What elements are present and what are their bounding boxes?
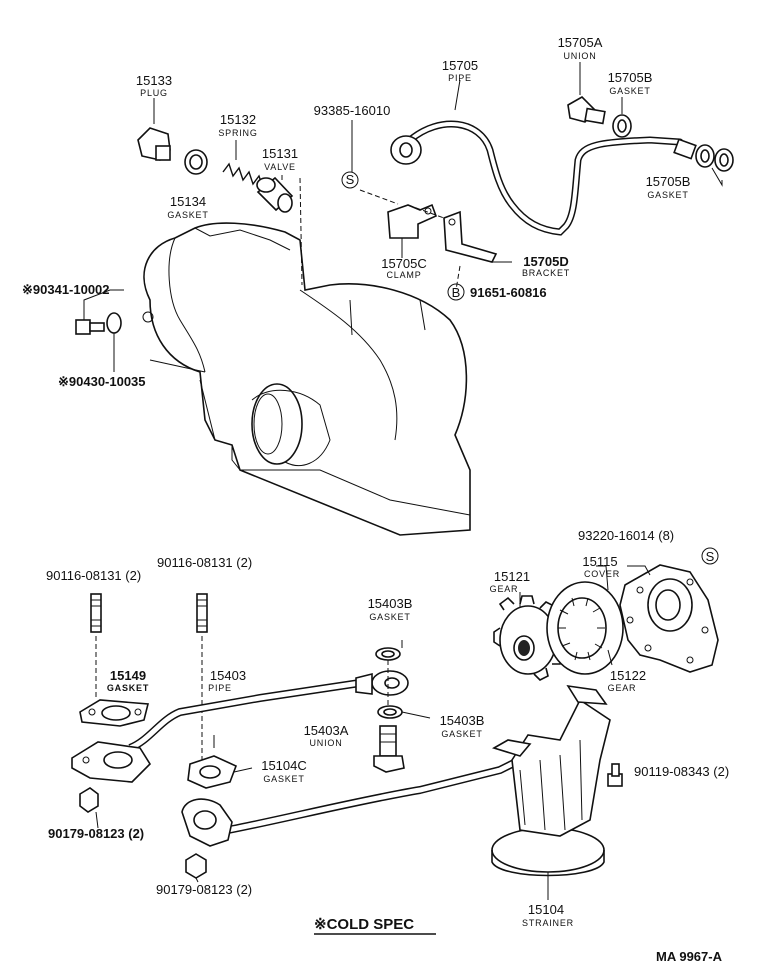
label-15403B-mid-num: 15403B: [440, 713, 485, 728]
symbol-b: B: [452, 285, 461, 300]
gasket-15403B-mid: [377, 705, 403, 719]
gasket-15705B-right: [695, 144, 734, 172]
stud-90116-mid: [196, 593, 208, 633]
gasket-15705B-top: [612, 114, 632, 138]
gear-15122: [546, 581, 624, 675]
label-15121-name: GEAR: [490, 584, 519, 594]
label-15133-name: PLUG: [140, 88, 168, 98]
label-15705-name: PIPE: [448, 73, 472, 83]
symbol-s-cover: S: [706, 549, 715, 564]
label-90116-left-num: 90116-08131 (2): [46, 568, 141, 583]
label-90430-num: ※90430-10035: [58, 374, 146, 389]
label-15134-num: 15134: [170, 194, 206, 209]
label-15403B-mid-name: GASKET: [441, 729, 482, 739]
label-15149-num: 15149: [110, 668, 146, 683]
label-15134-name: GASKET: [167, 210, 208, 220]
label-91651-num: 91651-60816: [470, 285, 547, 300]
label-15133-num: 15133: [136, 73, 172, 88]
label-15403-num: 15403: [210, 668, 246, 683]
union-15403A: [373, 725, 405, 773]
label-15104C-num: 15104C: [261, 758, 307, 773]
label-15403B-top-num: 15403B: [368, 596, 413, 611]
pipe-15403: [71, 670, 409, 783]
label-15115-num: 15115: [582, 554, 617, 569]
label-15104-name: STRAINER: [522, 918, 574, 928]
label-15705B-top-name: GASKET: [609, 86, 650, 96]
gasket-15403B-top: [375, 647, 401, 661]
label-15705B-right-name: GASKET: [647, 190, 688, 200]
label-15122-num: 15122: [610, 668, 646, 683]
label-15705A-name: UNION: [564, 51, 597, 61]
nut-90179-left: [79, 787, 99, 813]
label-15131-num: 15131: [262, 146, 298, 161]
label-15403B-top-name: GASKET: [369, 612, 410, 622]
label-15705A-num: 15705A: [558, 35, 603, 50]
label-15705D-name: BRACKET: [522, 268, 570, 278]
label-15121-num: 15121: [494, 569, 530, 584]
valve-15131: [256, 176, 294, 213]
strainer-15104: [181, 684, 611, 877]
label-15403-name: PIPE: [208, 683, 232, 693]
label-15104C-name: GASKET: [263, 774, 304, 784]
label-15132-num: 15132: [220, 112, 256, 127]
pipe-15705: [390, 120, 697, 236]
bolt-90119: [607, 763, 623, 787]
label-15705B-top-num: 15705B: [608, 70, 653, 85]
label-90179-bottom-num: 90179-08123 (2): [156, 882, 252, 897]
bolt-90341: [75, 319, 105, 335]
label-90341-num: ※90341-10002: [22, 282, 110, 297]
label-15705-num: 15705: [442, 58, 478, 73]
gasket-15104C: [187, 755, 238, 789]
union-15705A: [567, 96, 606, 125]
symbol-b-circle: [447, 283, 465, 301]
stud-90116-left: [90, 593, 102, 633]
spring-15132: [222, 162, 264, 189]
label-15403A-name: UNION: [310, 738, 343, 748]
label-15115-name: COVER: [584, 569, 620, 579]
label-15705C-num: 15705C: [381, 256, 427, 271]
label-15705D-num: 15705D: [523, 254, 569, 269]
label-15122-name: GEAR: [608, 683, 637, 693]
label-15132-name: SPRING: [218, 128, 257, 138]
bracket-15705D: [443, 210, 498, 263]
diagram-reference: MA 9967-A: [656, 949, 723, 964]
symbol-s-circle-top: [341, 171, 359, 189]
gasket-15149: [79, 699, 150, 727]
cold-spec-note: ※COLD SPEC: [314, 916, 414, 933]
label-15705C-name: CLAMP: [386, 270, 421, 280]
label-90119-num: 90119-08343 (2): [634, 764, 729, 779]
label-93220-num: 93220-16014 (8): [578, 528, 674, 543]
cover-15115: [619, 564, 719, 673]
label-93385-num: 93385-16010: [314, 103, 391, 118]
label-90179-left-num: 90179-08123 (2): [48, 826, 144, 841]
label-15104-num: 15104: [528, 902, 564, 917]
label-15705B-right-num: 15705B: [646, 174, 691, 189]
plug-15133: [137, 127, 171, 161]
washer-90430: [106, 312, 122, 334]
symbol-s-circle-cover: [701, 547, 719, 565]
label-15131-name: VALVE: [264, 162, 296, 172]
label-15403A-num: 15403A: [304, 723, 349, 738]
label-15149-name: GASKET: [107, 683, 149, 693]
symbol-s-top: S: [346, 172, 355, 187]
nut-90179-bottom: [185, 853, 207, 879]
gasket-15134: [184, 149, 208, 175]
engine-block: [142, 177, 471, 536]
label-90116-mid-num: 90116-08131 (2): [157, 555, 252, 570]
clamp-15705C: [387, 203, 438, 239]
